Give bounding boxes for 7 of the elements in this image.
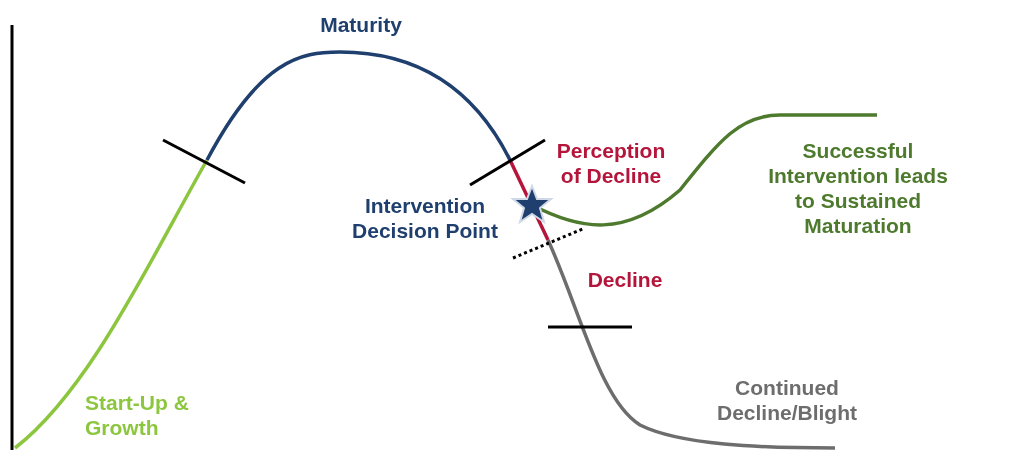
phase-label: Decline: [586, 267, 664, 292]
phase-label: Intervention Decision Point: [351, 193, 499, 243]
phase-label: Perception of Decline: [555, 138, 667, 188]
phase-label: Maturity: [319, 12, 403, 37]
phase-label: Successful Intervention leads to Sustained Maturation: [767, 138, 949, 238]
phase-label: Start-Up & Growth: [85, 390, 190, 440]
phase-label: Continued Decline/Blight: [716, 375, 858, 425]
